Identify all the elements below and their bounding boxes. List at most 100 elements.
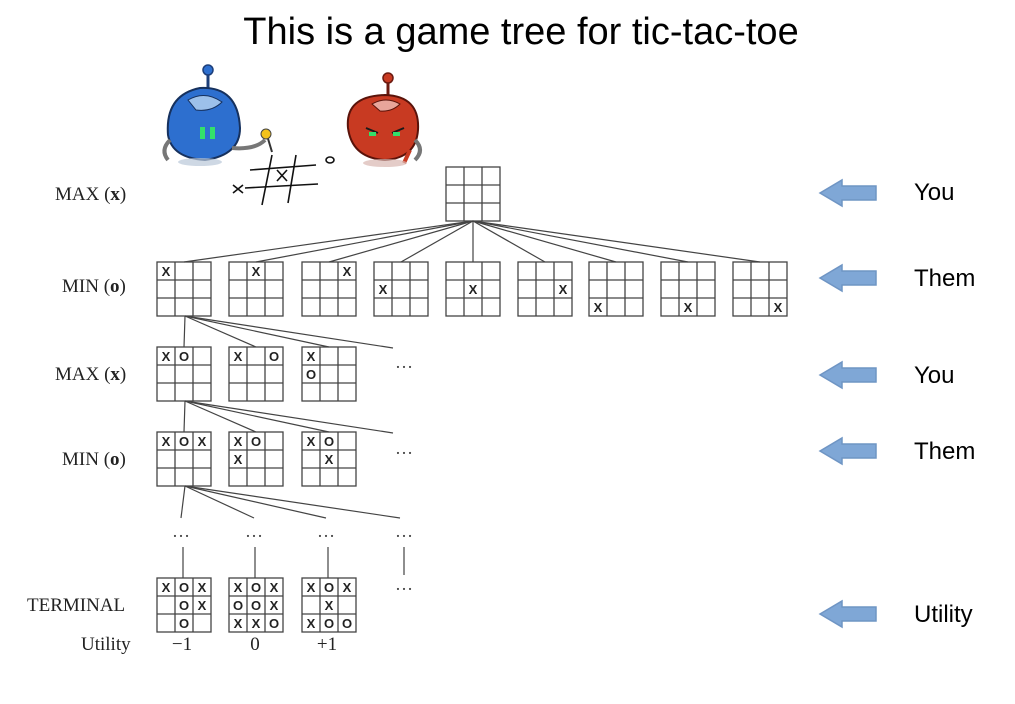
x-mark: X [270,580,279,595]
x-mark: X [307,580,316,595]
x-mark: X [234,580,243,595]
tree-edge [472,220,761,263]
tree-edge [472,220,546,263]
level-label-min-1: MIN (o) [62,276,126,297]
o-mark: O [179,616,189,631]
o-mark: O [179,598,189,613]
o-mark: O [269,349,279,364]
arrow-left-icon [818,178,877,208]
tree-edge [184,315,394,349]
tree-edge [183,220,474,263]
ellipsis-col1: … [172,521,190,541]
tree-edges [180,220,761,578]
o-mark: O [324,580,334,595]
level-role: MIN [62,276,99,297]
board-frame [228,346,284,402]
board-level1: X [156,261,212,317]
board-frame [228,431,284,487]
x-mark: X [270,598,279,613]
tree-edge [472,220,617,263]
board-level1: X [301,261,357,317]
tree-edge [184,485,401,519]
board-level1: X [373,261,429,317]
ellipsis-col4: … [395,521,413,541]
level-symbol: x [110,184,120,205]
side-label-them-2: Them [914,438,975,465]
x-mark: X [559,282,568,297]
x-mark: X [234,452,243,467]
tree-edge [184,400,257,433]
red-robot-icon [346,72,422,167]
o-mark: O [179,349,189,364]
tree-edge [255,220,474,263]
o-mark: O [179,434,189,449]
side-label-utility: Utility [914,601,973,628]
tree-edge [184,400,394,434]
level-label-min-2: MIN (o) [62,449,126,470]
board-frame [660,261,716,317]
ellipsis-terminal: … [395,574,413,594]
x-mark: X [252,616,261,631]
arrow-left-icon [818,599,877,629]
level-label-max-2: MAX (x) [55,364,126,385]
o-mark: O [251,598,261,613]
o-mark: O [251,434,261,449]
tree-edge [184,485,255,519]
utility-value: −1 [172,634,192,655]
x-mark: X [198,580,207,595]
board-level1: X [445,261,501,317]
side-label-you-1: You [914,179,955,206]
x-mark: X [234,616,243,631]
ellipsis-group: … … … … … … … [172,352,413,594]
ellipsis-col3: … [317,521,335,541]
tree-edge [183,315,186,348]
side-label-them-1: Them [914,265,975,292]
utility-value: 0 [250,634,260,655]
x-mark: X [307,434,316,449]
board-level2: XO [301,346,357,402]
tree-edge [184,315,257,348]
sketch-board-icon [232,154,335,206]
board-frame [301,577,357,633]
o-mark: O [324,434,334,449]
level-label-terminal: TERMINAL [27,595,125,616]
board-frame [445,166,501,222]
level-role: MIN [62,449,99,470]
tree-edge [472,220,689,263]
x-mark: X [379,282,388,297]
ellipsis-col2: … [245,521,263,541]
x-mark: X [162,580,171,595]
ellipsis-level2: … [395,352,413,372]
board-frame [373,261,429,317]
utility-row-label: Utility [81,634,131,655]
board-level1: X [660,261,716,317]
board-frame [301,261,357,317]
board-frame [732,261,788,317]
x-mark: X [343,580,352,595]
x-mark: X [162,349,171,364]
x-mark: X [325,452,334,467]
board-level1: X [732,261,788,317]
robots-illustration [162,64,422,206]
board-level1: X [588,261,644,317]
x-mark: X [469,282,478,297]
tree-edge [184,315,330,348]
x-mark: X [594,300,603,315]
tree-edge [183,400,186,433]
x-mark: X [252,264,261,279]
board-frame [156,431,212,487]
board-frame [228,261,284,317]
board-frame [156,261,212,317]
o-mark: O [306,367,316,382]
x-mark: X [343,264,352,279]
level-symbol: o [110,449,120,470]
o-mark: O [269,616,279,631]
x-mark: X [234,434,243,449]
